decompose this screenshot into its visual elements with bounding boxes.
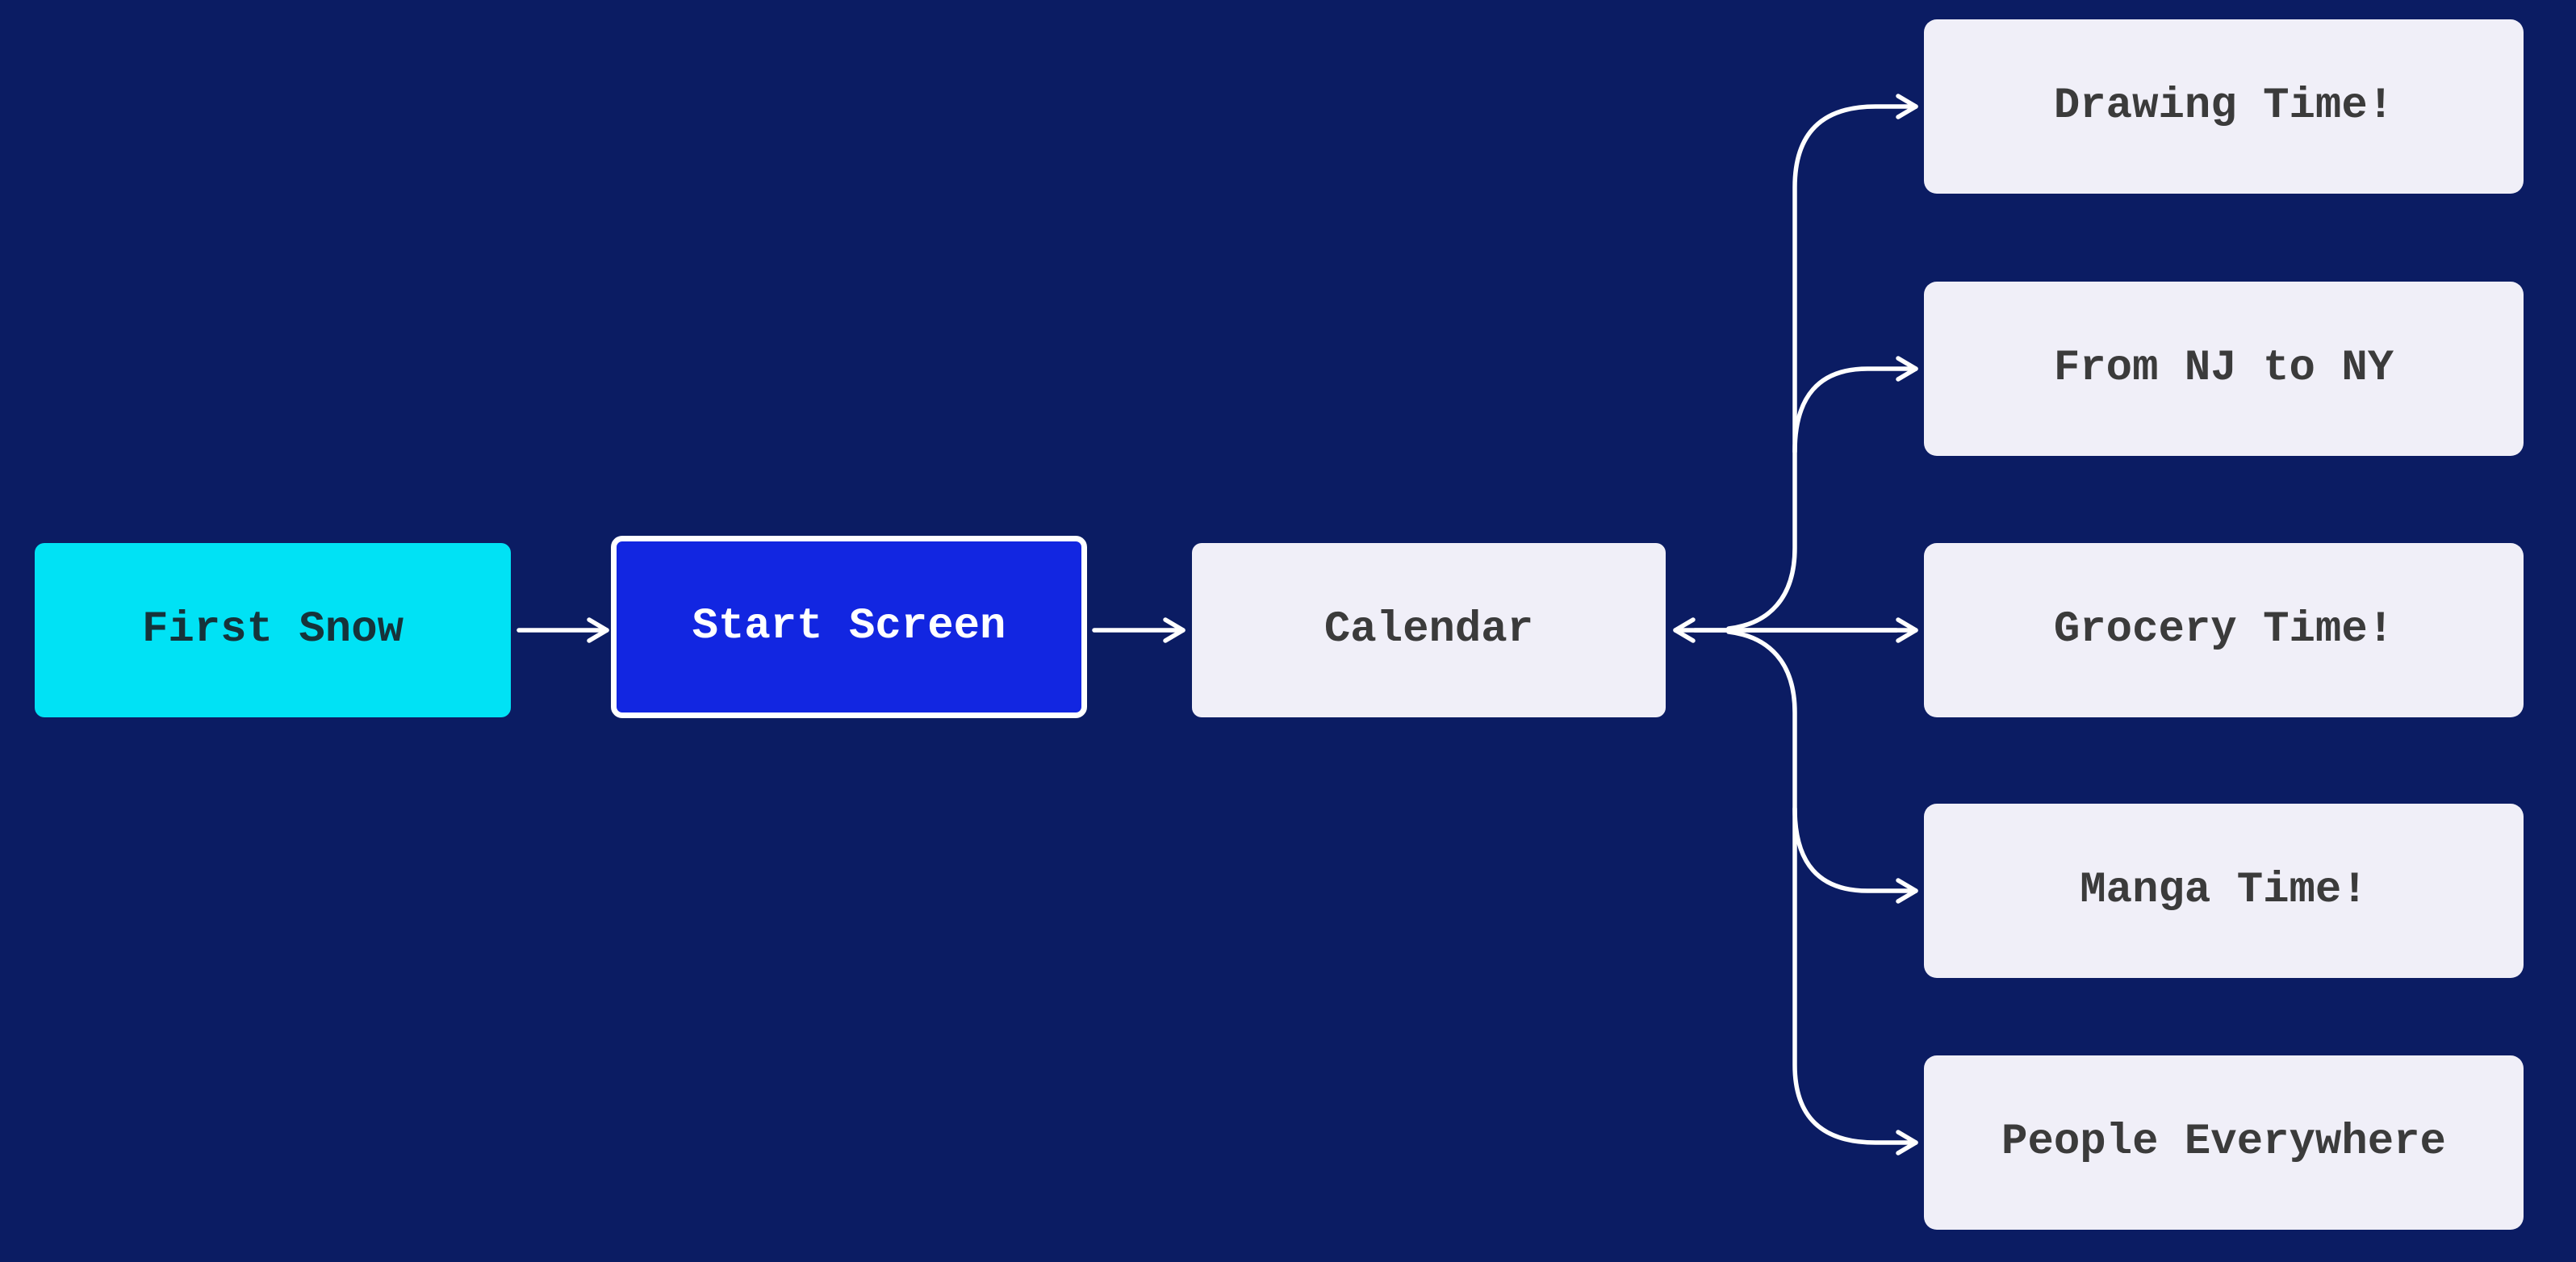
node-drawing-time-label: Drawing Time! [2053, 81, 2394, 131]
node-grocery-time-label: Grocery Time! [2053, 605, 2394, 654]
edge-fork-to-manga-time [1792, 806, 1918, 904]
node-grocery-time: Grocery Time! [1924, 543, 2524, 717]
edge-fork-to-from-nj-to-ny [1792, 356, 1918, 454]
node-first-snow: First Snow [35, 543, 511, 717]
edge-fork-to-people-everywhere [1726, 629, 1918, 1155]
node-people-everywhere-label: People Everywhere [2001, 1118, 2446, 1167]
edge-fork-to-drawing-time [1726, 94, 1918, 631]
node-people-everywhere: People Everywhere [1924, 1055, 2524, 1230]
node-drawing-time: Drawing Time! [1924, 19, 2524, 194]
node-start-screen: Start Screen [611, 536, 1087, 718]
node-calendar: Calendar [1192, 543, 1666, 717]
node-calendar-label: Calendar [1324, 605, 1534, 654]
node-from-nj-to-ny: From NJ to NY [1924, 282, 2524, 456]
node-manga-time-label: Manga Time! [2080, 866, 2368, 915]
node-from-nj-to-ny-label: From NJ to NY [2053, 344, 2394, 393]
node-first-snow-label: First Snow [141, 605, 404, 654]
node-start-screen-label: Start Screen [692, 602, 1006, 651]
node-manga-time: Manga Time! [1924, 804, 2524, 978]
